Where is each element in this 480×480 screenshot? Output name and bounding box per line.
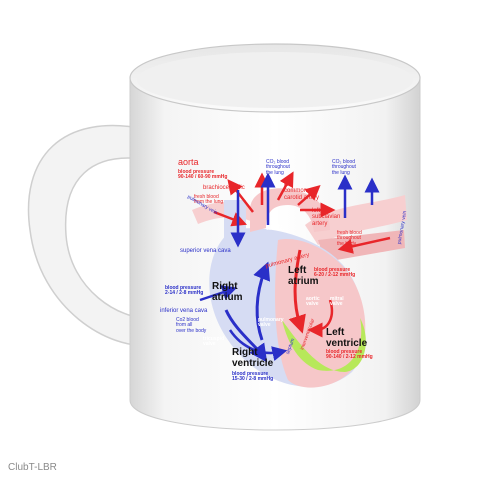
left-ventricle-label: Left ventricle	[326, 327, 368, 349]
pulmonary-vein-band	[318, 230, 405, 262]
septum-band	[282, 318, 366, 372]
fresh-blood-lung-label: fresh blood from the lung	[194, 194, 224, 206]
heart-diagram	[192, 171, 407, 388]
pulmonary-valve-label: pulmonary valve	[258, 317, 284, 329]
aorta-inner-label: aorta	[266, 223, 285, 232]
aortic-valve-label: aortic valve	[306, 296, 320, 308]
aorta-label: aorta	[178, 157, 199, 167]
mitral-valve-label: mitral valve	[330, 296, 344, 308]
inferior-vena-cava-label: inferior vena cava	[160, 308, 208, 314]
aorta-blood-pressure: blood pressure 90-140 / 60-90 mmHg	[178, 169, 228, 181]
right-ventricle-blood-pressure: blood pressure 15-30 / 2-8 mmHg	[232, 371, 274, 383]
superior-vena-cava-label: superior vena cava	[180, 248, 231, 254]
left-atrium-blood-pressure: blood pressure 6-20 / 2-12 mmHg	[314, 267, 356, 279]
right-atrium-blood-pressure: blood pressure 2-14 / 2-8 mmHg	[165, 285, 204, 297]
left-atrium-label: Left atrium	[288, 265, 319, 287]
left-subclavian-label: left subclavian artery	[312, 208, 341, 227]
tricuspid-valve-label: tricuspid valve	[203, 336, 225, 348]
co2-lung-label-center: CO₂ blood throughout the lung	[266, 159, 290, 176]
co2-body-label: Co2 blood from all over the body	[176, 317, 207, 334]
right-pulmonary-vessel	[305, 195, 407, 245]
watermark-text: ClubT-LBR	[8, 462, 57, 473]
left-ventricle-blood-pressure: blood pressure 90-140 / 2-12 mmHg	[326, 349, 373, 361]
brachiocephalic-label: brachiocephalic	[203, 185, 245, 191]
left-common-carotid-label: left common carotid artery	[284, 182, 320, 201]
fresh-blood-body-label: fresh blood throughout the body	[337, 230, 362, 247]
co2-lung-label-right: CO₂ blood throughout the lung	[332, 159, 356, 176]
right-atrium-label: Right atrium	[212, 281, 243, 303]
right-ventricle-label: Right ventricle	[232, 347, 274, 369]
superior-vena-cava	[224, 200, 246, 270]
